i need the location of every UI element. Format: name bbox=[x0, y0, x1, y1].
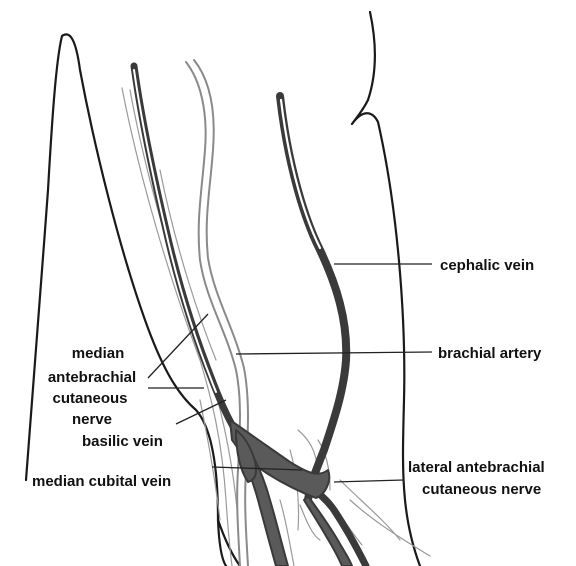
label-median-antebrachial-line3: cutaneous bbox=[52, 390, 127, 407]
lateral-arm-outline bbox=[352, 12, 420, 566]
median-antebrachial-cutaneous-nerve-branches bbox=[122, 88, 430, 566]
label-lateral-antebrachial-line1: lateral antebrachial bbox=[408, 459, 545, 476]
label-cephalic-vein: cephalic vein bbox=[440, 257, 534, 274]
label-basilic-vein: basilic vein bbox=[82, 433, 163, 450]
label-median-antebrachial-line1: median bbox=[72, 345, 125, 362]
label-lateral-antebrachial-line2: cutaneous nerve bbox=[422, 481, 541, 498]
label-median-antebrachial-line2: antebrachial bbox=[48, 369, 136, 386]
label-median-antebrachial-line4: nerve bbox=[72, 411, 112, 428]
leader-lines bbox=[148, 264, 432, 482]
lateral-antebrachial-leader bbox=[334, 480, 404, 482]
label-median-cubital-vein: median cubital vein bbox=[32, 473, 171, 490]
median-cubital-vein-shape bbox=[230, 420, 352, 566]
cephalic-vein-shape bbox=[280, 96, 346, 500]
label-brachial-artery: brachial artery bbox=[438, 345, 542, 362]
brachial-artery-leader bbox=[236, 352, 432, 354]
brachial-artery-shape bbox=[134, 66, 366, 566]
